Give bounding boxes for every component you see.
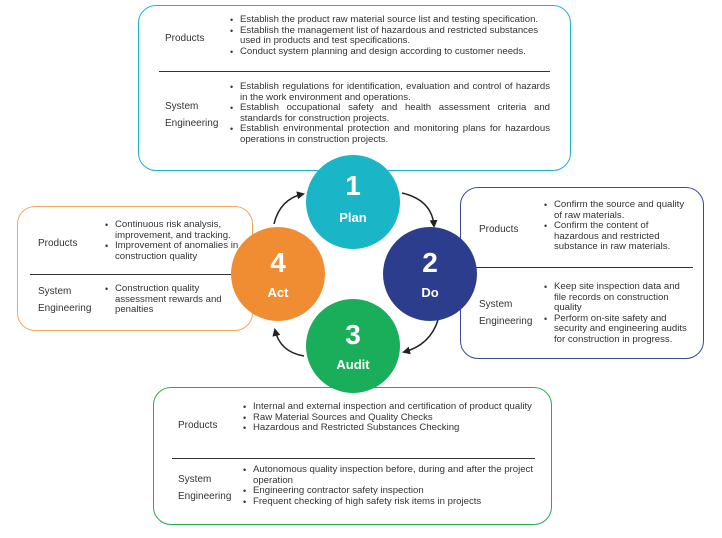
audit-products-list: Internal and external inspection and cer… [243,401,533,434]
list-item: Establish regulations for identification… [230,81,550,103]
do-products-label: Products [479,224,519,235]
list-item: Hazardous and Restricted Substances Chec… [243,423,533,434]
list-item: Confirm the source and quality of raw ma… [544,199,692,221]
list-item: Frequent checking of high safety risk it… [243,496,533,508]
audit-system-label: System Engineering [178,474,232,502]
audit-products-label: Products [178,420,218,431]
arrow-do-to-audit [402,319,439,355]
plan-box: Products Establish the product raw mater… [138,5,571,171]
act-label: Act [267,285,289,300]
plan-divider [159,71,550,72]
do-divider [471,267,693,268]
act-system-list: Construction quality assessment rewards … [105,283,243,316]
list-item: Improvement of anomalies in construction… [105,240,243,262]
list-item: Establish the product raw material sourc… [230,14,550,26]
list-item: Autonomous quality inspection before, du… [243,464,533,486]
do-circle: 2 Do [383,227,477,321]
do-number: 2 [422,247,438,278]
act-products-list: Continuous risk analysis, improvement, a… [105,219,243,262]
plan-number: 1 [345,170,361,201]
plan-products-label: Products [165,33,205,44]
arrow-audit-to-act [272,328,305,357]
audit-circle: 3 Audit [306,299,400,393]
list-item: Raw Material Sources and Quality Checks [243,412,533,424]
plan-system-label: System Engineering [165,101,219,129]
do-system-list: Keep site inspection data and file recor… [544,281,692,346]
act-circle: 4 Act [231,227,325,321]
audit-system-list: Autonomous quality inspection before, du… [243,464,533,508]
list-item: Establish the management list of hazardo… [230,25,550,47]
plan-label: Plan [339,210,367,225]
arrow-act-to-plan [273,191,305,225]
do-box: Products Confirm the source and quality … [460,187,704,359]
plan-products-list: Establish the product raw material sourc… [230,14,550,58]
list-item: Conduct system planning and design accor… [230,46,550,58]
audit-box: Products Internal and external inspectio… [153,387,552,525]
list-item: Engineering contractor safety inspection [243,486,533,497]
list-item: Confirm the content of hazardous and res… [544,220,692,253]
plan-system-list: Establish regulations for identification… [230,81,550,146]
list-item: Establish environmental protection and m… [230,124,550,145]
list-item: Internal and external inspection and cer… [243,401,533,413]
do-system-label: System Engineering [479,299,533,327]
act-products-label: Products [38,238,78,249]
audit-label: Audit [336,357,370,372]
list-item: Continuous risk analysis, improvement, a… [105,219,243,241]
list-item: Construction quality assessment rewards … [105,283,243,316]
act-number: 4 [270,247,286,278]
act-divider [30,274,240,275]
plan-circle: 1 Plan [306,155,400,249]
audit-number: 3 [345,319,361,350]
do-label: Do [421,285,439,300]
list-item: Establish occupational safety and health… [230,102,550,124]
list-item: Perform on-site safety and security and … [544,313,692,346]
arrow-plan-to-do [401,192,438,228]
list-item: Keep site inspection data and file recor… [544,281,692,314]
act-system-label: System Engineering [38,286,92,314]
act-box: Products Continuous risk analysis, impro… [17,206,253,331]
audit-divider [172,458,535,459]
do-products-list: Confirm the source and quality of raw ma… [544,199,692,253]
